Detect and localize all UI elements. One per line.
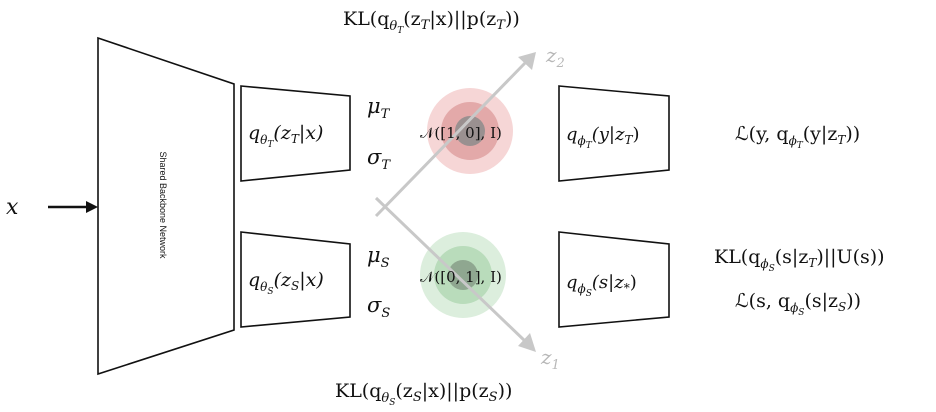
z2-axis: [374, 60, 528, 218]
input-arrow-head: [86, 201, 98, 213]
decoder-top: [558, 85, 670, 182]
encoder-top-label: qθT(zT|x): [248, 122, 323, 150]
task-sensitive-loss: ℒ(s, qϕS(s|zS)): [735, 290, 861, 318]
prior-top-label: 𝒩([1, 0], I): [420, 124, 502, 142]
z1-axis: [374, 196, 528, 344]
kl-top-loss: KL(qθT(zT|x)||p(zT)): [343, 8, 520, 36]
z1-axis-head: [518, 333, 536, 352]
task-top-loss: ℒ(y, qϕT(y|zT)): [735, 123, 860, 151]
sigma-top: σT: [367, 145, 391, 173]
kl-bottom-loss: KL(qθS(zS|x)||p(zS)): [335, 380, 512, 408]
prior-bottom-label: 𝒩([0, 1], I): [420, 268, 502, 286]
encoder-bottom-label: qθS(zS|x): [248, 269, 324, 297]
z2-label: z2: [545, 43, 565, 71]
encoder-top: [240, 85, 351, 182]
prior-bottom-core: [448, 260, 478, 290]
mu-bottom: μS: [367, 243, 390, 271]
z2-axis-head: [518, 52, 536, 70]
encoder-bottom: [240, 231, 351, 328]
decoder-top-label: qϕT(y|zT): [566, 124, 640, 151]
backbone-label: Shared Backbone Network: [158, 151, 168, 259]
decoder-bottom-label: qϕS(s|z*): [566, 272, 637, 299]
sigma-bottom: σS: [367, 293, 390, 321]
shared-backbone-network: [97, 36, 235, 376]
decoder-bottom: [558, 231, 670, 328]
kl-sensitive-loss: KL(qϕS(s|zT)||U(s)): [714, 246, 885, 274]
prior-top-core: [455, 116, 485, 146]
input-label: x: [6, 195, 19, 220]
mu-top: μT: [367, 94, 391, 122]
z1-label: z1: [540, 345, 560, 373]
